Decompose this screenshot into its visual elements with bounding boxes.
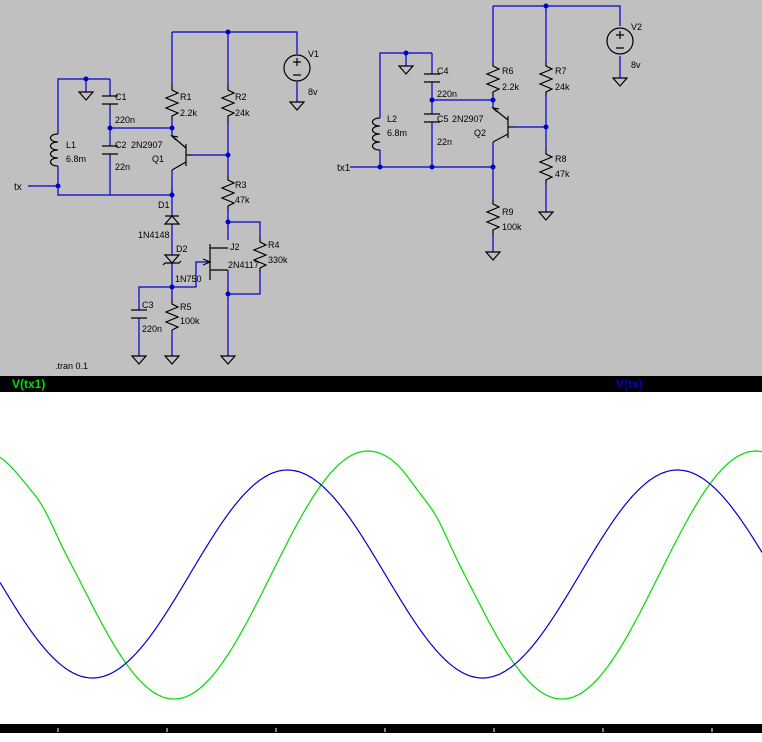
schematic-view[interactable]: L1 6.8m C1 220n C2 22n R1 2.2k R2 24k 2N… [0, 0, 762, 376]
d1-model: 1N4148 [138, 230, 170, 240]
schematic-canvas[interactable]: L1 6.8m C1 220n C2 22n R1 2.2k R2 24k 2N… [0, 0, 762, 376]
waveform-header: V(tx1) V(tx) [0, 376, 762, 392]
trace-vtx1 [0, 450, 762, 700]
q1-model: 2N2907 [131, 140, 163, 150]
r1-value: 2.2k [180, 108, 198, 118]
l2-value: 6.8m [387, 128, 407, 138]
net-label-tx: tx [14, 182, 22, 193]
trace-label-vtx[interactable]: V(tx) [616, 377, 643, 391]
r9-value: 100k [502, 222, 522, 232]
c5-name: C5 [437, 114, 449, 124]
trace-label-vtx1[interactable]: V(tx1) [12, 377, 46, 391]
v1-value: 8v [308, 87, 318, 97]
c4-value: 220n [437, 89, 457, 99]
q2-name: Q2 [474, 128, 486, 138]
l1-name: L1 [66, 140, 76, 150]
d2-name: D2 [176, 244, 188, 254]
r8-value: 47k [555, 169, 570, 179]
r7-value: 24k [555, 82, 570, 92]
waveform-canvas[interactable] [0, 392, 762, 724]
r1-name: R1 [180, 92, 192, 102]
r6-name: R6 [502, 66, 514, 76]
r5-name: R5 [180, 302, 192, 312]
c5-value: 22n [437, 137, 452, 147]
d2-model: 1N750 [175, 274, 202, 284]
time-axis-bar [0, 724, 762, 733]
r4-value: 330k [268, 255, 288, 265]
r9-name: R9 [502, 207, 514, 217]
q1-name: Q1 [152, 154, 164, 164]
r8-name: R8 [555, 154, 567, 164]
r5-value: 100k [180, 316, 200, 326]
c2-value: 22n [115, 162, 130, 172]
c3-value: 220n [142, 324, 162, 334]
j2-model: 2N4117 [228, 260, 259, 270]
r3-value: 47k [235, 195, 250, 205]
time-axis-ticks [57, 728, 713, 732]
circuit-1: L1 6.8m C1 220n C2 22n R1 2.2k R2 24k 2N… [14, 29, 319, 365]
l2-name: L2 [387, 114, 397, 124]
r3-name: R3 [235, 180, 247, 190]
r2-value: 24k [235, 108, 250, 118]
c1-name: C1 [115, 92, 127, 102]
v1-name: V1 [308, 49, 319, 59]
d1-name: D1 [158, 200, 170, 210]
c4-name: C4 [437, 66, 449, 76]
q2-model: 2N2907 [452, 114, 484, 124]
v2-name: V2 [631, 22, 642, 32]
spice-directive[interactable]: .tran 0.1 [55, 361, 88, 371]
trace-vtx [0, 469, 762, 679]
r7-name: R7 [555, 66, 567, 76]
c1-value: 220n [115, 115, 135, 125]
circuit-2: L2 6.8m C4 220n C5 22n R6 2.2k R7 24k 2N… [337, 3, 642, 261]
waveform-plot[interactable] [0, 392, 762, 724]
r2-name: R2 [235, 92, 247, 102]
r4-name: R4 [268, 240, 280, 250]
r6-value: 2.2k [502, 82, 520, 92]
v2-value: 8v [631, 60, 641, 70]
c2-name: C2 [115, 140, 127, 150]
j2-name: J2 [230, 242, 240, 252]
c3-name: C3 [142, 300, 154, 310]
l1-value: 6.8m [66, 154, 86, 164]
net-label-tx1: tx1 [337, 163, 351, 174]
